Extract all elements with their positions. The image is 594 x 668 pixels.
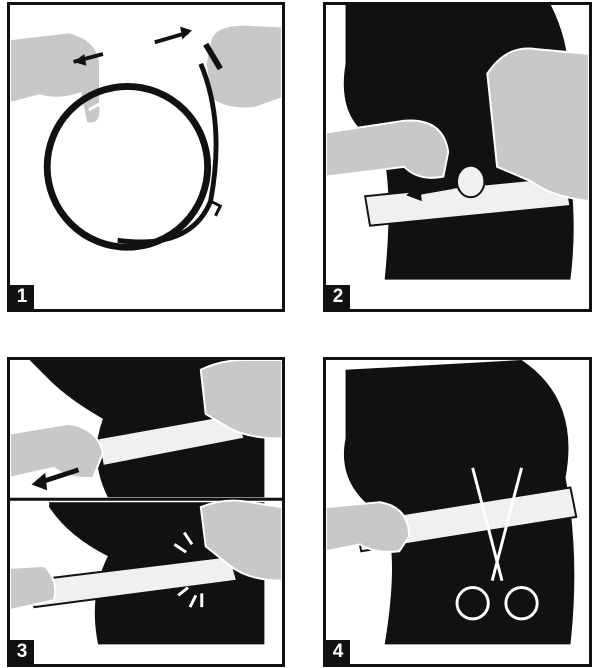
right-hand bbox=[486, 47, 589, 203]
collar-tail bbox=[117, 62, 219, 245]
collar-buckle bbox=[456, 164, 486, 199]
hand bbox=[326, 501, 411, 553]
step-2-panel: 2 bbox=[323, 2, 592, 312]
step-2-badge: 2 bbox=[326, 285, 350, 309]
step-4-panel: 4 bbox=[323, 357, 592, 667]
collar-unroll-illustration bbox=[10, 23, 282, 251]
left-hand bbox=[326, 119, 450, 179]
scissors-icon bbox=[455, 467, 539, 621]
collar-tighten-illustration bbox=[10, 360, 282, 645]
collar-band bbox=[363, 175, 572, 227]
right-hand bbox=[204, 23, 282, 110]
left-hand-top bbox=[10, 422, 104, 479]
step-1-panel: 1 bbox=[7, 2, 285, 312]
dog-silhouette bbox=[343, 360, 575, 645]
collar-trim-illustration bbox=[326, 360, 578, 645]
step-3-panel: 3 bbox=[7, 357, 285, 667]
left-hand bbox=[10, 31, 102, 125]
left-hand-bottom bbox=[10, 564, 57, 612]
step-4-badge: 4 bbox=[326, 640, 350, 664]
right-hand-top bbox=[199, 360, 282, 440]
right-hand-bottom bbox=[199, 499, 282, 582]
step-1-badge: 1 bbox=[10, 285, 34, 309]
step-3-badge: 3 bbox=[10, 640, 34, 664]
collar-ring bbox=[43, 82, 212, 251]
click-burst-icon bbox=[173, 531, 204, 608]
collar-fasten-illustration bbox=[326, 5, 589, 280]
